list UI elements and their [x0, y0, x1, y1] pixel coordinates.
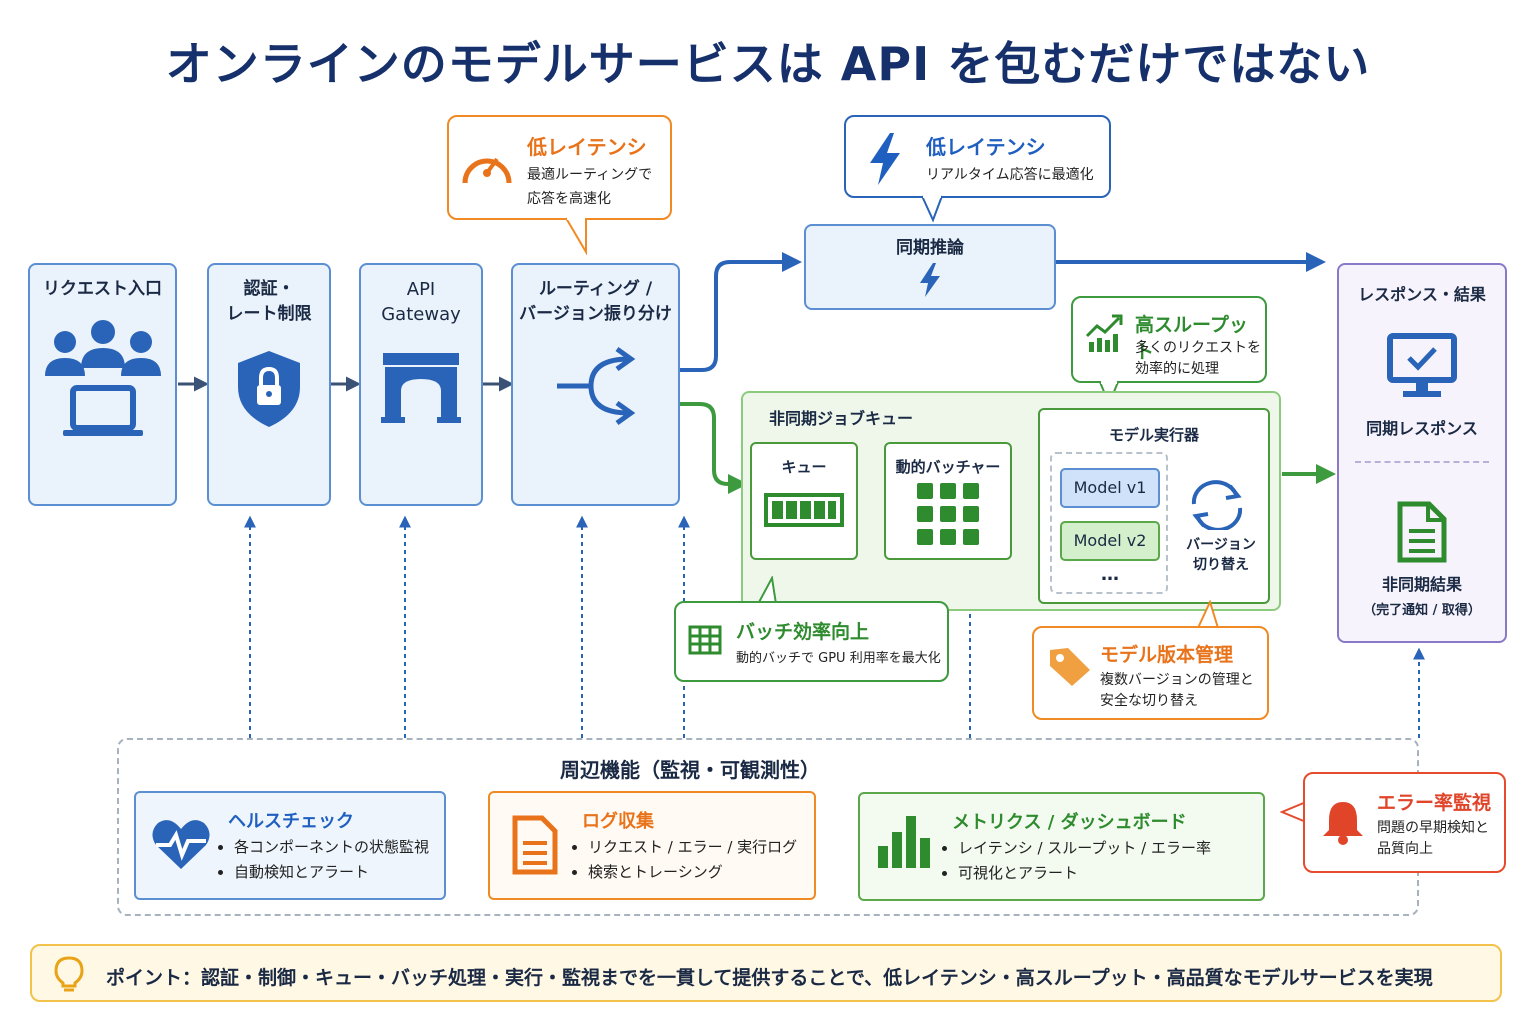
stage-label-line1: API	[406, 279, 436, 300]
queue-box: キュー	[750, 442, 858, 560]
version-switch-line1: バージョン	[1186, 537, 1256, 553]
bar-chart-icon	[878, 816, 930, 868]
callout-pointer	[565, 216, 587, 256]
key-point-bar: ポイント：認証・制御・キュー・バッチ処理・実行・監視までを一貫して提供することで…	[30, 944, 1502, 1002]
feature-title: ヘルスチェック	[228, 811, 354, 832]
callout-title: 低レイテンシ	[926, 135, 1046, 159]
executor-label: モデル実行器	[1108, 426, 1199, 444]
callout-line1: 最適ルーティングで	[527, 167, 653, 183]
version-switch-label: バージョン 切り替え	[1180, 535, 1262, 575]
feature-item: 可視化とアラート	[958, 861, 1211, 886]
async-result-label: 非同期結果	[1381, 575, 1462, 594]
feature-title: ログ収集	[582, 811, 654, 832]
queue-bar-icon	[764, 493, 844, 527]
callout-title: モデル版本管理	[1100, 644, 1234, 666]
model-v1: Model v1	[1060, 468, 1160, 508]
response-panel: レスポンス・結果 同期レスポンス 非同期結果 （完了通知 / 取得）	[1337, 263, 1507, 643]
stage-label-line2: レート制限	[226, 304, 312, 324]
table-icon	[688, 625, 722, 655]
model-more: …	[1101, 564, 1119, 585]
bell-icon	[1323, 802, 1363, 845]
key-point-text: ポイント：認証・制御・キュー・バッチ処理・実行・監視までを一貫して提供することで…	[106, 967, 1433, 989]
callout-model-version: モデル版本管理 複数バージョンの管理と 安全な切り替え	[1032, 626, 1269, 720]
async-result-sub: （完了通知 / 取得）	[1363, 603, 1481, 618]
async-label: 非同期ジョブキュー	[769, 409, 914, 428]
callout-title: エラー率監視	[1377, 792, 1492, 814]
stage-label-line2: バージョン振り分け	[519, 304, 672, 324]
bolt-icon	[920, 263, 940, 297]
stage-label-line1: ルーティング /	[538, 279, 653, 299]
heart-pulse-icon	[152, 820, 210, 869]
feature-health-check: ヘルスチェック 各コンポーネントの状態監視 自動検知とアラート	[134, 791, 446, 900]
callout-line2: 効率的に処理	[1135, 361, 1219, 377]
response-title: レスポンス・結果	[1358, 285, 1486, 304]
sync-inference-box: 同期推論	[804, 224, 1056, 310]
stage-label: リクエスト入口	[43, 279, 162, 299]
feature-title: メトリクス / ダッシュボード	[952, 812, 1187, 833]
stage-api-gateway: API Gateway	[359, 263, 483, 506]
callout-batch-efficiency: バッチ効率向上 動的バッチで GPU 利用率を最大化	[674, 601, 949, 682]
callout-line1: リアルタイム応答に最適化	[926, 167, 1094, 183]
callout-line2: 安全な切り替え	[1100, 693, 1198, 709]
stage-label-line2: Gateway	[381, 304, 461, 325]
callout-title: バッチ効率向上	[736, 621, 870, 643]
callout-line1: 動的バッチで GPU 利用率を最大化	[736, 651, 941, 666]
feature-item: 各コンポーネントの状態監視	[234, 835, 429, 860]
speedometer-icon	[462, 157, 512, 184]
callout-line1: 複数バージョンの管理と	[1100, 672, 1254, 688]
sync-icon	[1191, 480, 1243, 530]
callout-line2: 品質向上	[1377, 841, 1433, 857]
shield-lock-icon	[238, 351, 300, 427]
sync-response-label: 同期レスポンス	[1366, 419, 1478, 438]
callout-title: 高スループット	[1135, 314, 1248, 363]
feature-log-collection: ログ収集 リクエスト / エラー / 実行ログ 検索とトレーシング	[488, 791, 816, 900]
document-icon	[1397, 501, 1447, 563]
model-list	[1050, 452, 1168, 594]
callout-pointer	[921, 194, 943, 223]
queue-label: キュー	[781, 458, 827, 476]
route-split-icon	[556, 346, 635, 426]
callout-title: 低レイテンシ	[527, 135, 647, 159]
callout-throughput: 高スループット 多くのリクエストを 効率的に処理	[1071, 296, 1267, 383]
batcher-label: 動的バッチャー	[895, 458, 1001, 476]
sync-label: 同期推論	[896, 238, 964, 258]
callout-pointer	[1197, 600, 1219, 629]
version-switch-line2: 切り替え	[1193, 557, 1249, 573]
peripheral-title: 周辺機能（監視・可観測性）	[560, 758, 820, 782]
tag-icon	[1050, 648, 1090, 686]
gateway-arch-icon	[381, 353, 461, 423]
feature-item: 検索とトレーシング	[588, 860, 797, 885]
document-icon	[512, 815, 558, 875]
grid-icon	[917, 483, 979, 545]
callout-routing-latency: 低レイテンシ 最適ルーティングで 応答を高速化	[447, 115, 672, 220]
feature-item: レイテンシ / スループット / エラー率	[958, 836, 1211, 861]
feature-item: 自動検知とアラート	[234, 860, 429, 885]
stage-request-entry: リクエスト入口	[28, 263, 177, 506]
callout-line1: 多くのリクエストを	[1135, 340, 1261, 356]
callout-pointer	[1280, 801, 1307, 823]
callout-error-rate: エラー率監視 問題の早期検知と 品質向上	[1303, 772, 1506, 873]
stage-auth-rate-limit: 認証・ レート制限	[207, 263, 331, 506]
stage-routing: ルーティング / バージョン振り分け	[511, 263, 680, 506]
lightbulb-icon	[54, 956, 84, 992]
users-laptop-icon	[44, 320, 161, 436]
feature-item: リクエスト / エラー / 実行ログ	[588, 835, 797, 860]
callout-sync-latency: 低レイテンシ リアルタイム応答に最適化	[844, 115, 1111, 198]
stage-label-line1: 認証・	[243, 279, 295, 299]
monitor-check-icon	[1387, 333, 1457, 397]
bolt-icon	[870, 133, 900, 185]
callout-pointer	[757, 576, 777, 605]
callout-line2: 応答を高速化	[527, 191, 611, 207]
dynamic-batcher-box: 動的バッチャー	[884, 442, 1012, 560]
callout-line1: 問題の早期検知と	[1377, 820, 1489, 836]
page-title: オンラインのモデルサービスは API を包むだけではない	[165, 37, 1371, 91]
trend-up-icon	[1085, 314, 1123, 352]
feature-metrics-dashboard: メトリクス / ダッシュボード レイテンシ / スループット / エラー率 可視…	[858, 792, 1265, 901]
model-v2: Model v2	[1060, 521, 1160, 561]
